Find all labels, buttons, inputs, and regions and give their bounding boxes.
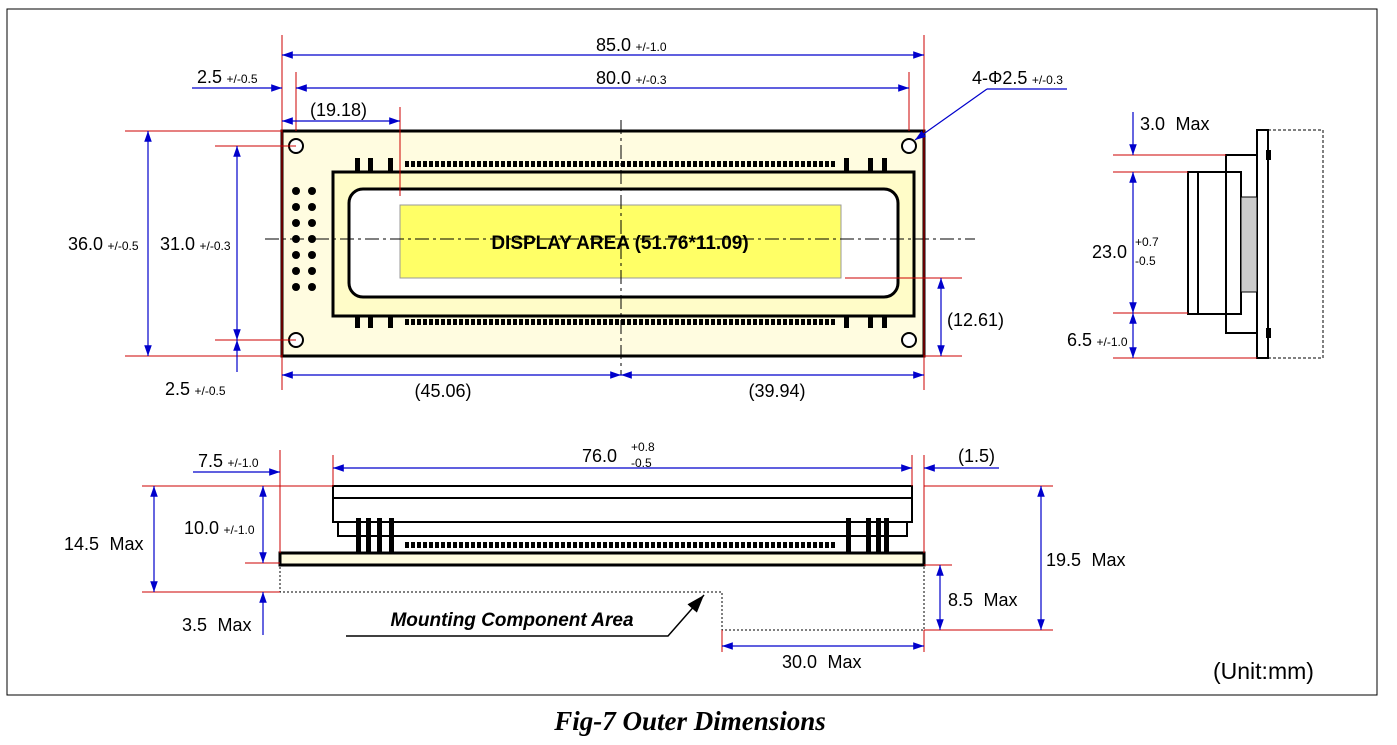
center-right-label: (39.94) <box>748 381 805 401</box>
figure-caption: Fig-7 Outer Dimensions <box>553 706 826 736</box>
top-thickness-label: 3.0 Max <box>1140 114 1210 134</box>
bezel-width-tol-plus: +0.8 <box>631 440 655 454</box>
bottom-pins <box>356 518 889 554</box>
display-offset-y-label: (12.61) <box>947 310 1004 330</box>
body-height-tol-minus: -0.5 <box>1135 254 1156 268</box>
hole-offset-y-label: 2.5 +/-0.5 <box>165 379 226 399</box>
connector-pads <box>292 187 316 291</box>
side-clip-top <box>1266 150 1271 160</box>
side-pcb <box>1256 129 1269 359</box>
bottom-extension-lines <box>142 450 1053 652</box>
width-total-label: 85.0 +/-1.0 <box>596 35 667 55</box>
hole-pitch-x-label: 80.0 +/-0.3 <box>596 68 667 88</box>
side-gap <box>1240 196 1258 293</box>
right-offset-label: (1.5) <box>958 446 995 466</box>
bottom-bezel-top <box>332 485 913 499</box>
body-height-tol-plus: +0.7 <box>1135 235 1159 249</box>
bottom-offset-label: 6.5 +/-1.0 <box>1067 330 1128 350</box>
bottom-view: Mounting Component Area 7.5 <box>64 440 1126 672</box>
mounting-hole-icon <box>288 138 917 348</box>
left-offset-label: 7.5 +/-1.0 <box>198 451 259 471</box>
drawing-frame <box>6 8 1378 696</box>
side-body <box>1267 129 1324 359</box>
top-pin-strip <box>355 158 887 172</box>
bottom-pin-strip <box>355 316 887 328</box>
below-pcb-label: 3.5 Max <box>182 615 252 635</box>
mounting-component-area-outline <box>279 567 925 631</box>
mounting-label-leader <box>346 594 705 637</box>
bezel-width-label: 76.0 <box>582 446 617 466</box>
bezel-width-tol-minus: -0.5 <box>631 456 652 470</box>
display-area-label: DISPLAY AREA (51.76*11.09) <box>491 233 748 254</box>
overall-height-label: 19.5 Max <box>1046 550 1126 570</box>
front-dimension-lines <box>144 51 1067 379</box>
holes-label: 4-Φ2.5 +/-0.3 <box>972 68 1063 88</box>
display-offset-x-label: (19.18) <box>310 100 367 120</box>
component-height-label: 8.5 Max <box>948 590 1018 610</box>
hole-offset-x-label: 2.5 +/-0.5 <box>197 67 258 87</box>
center-left-label: (45.06) <box>414 381 471 401</box>
total-height-label: 14.5 Max <box>64 534 144 554</box>
bottom-bezel-foot <box>337 521 908 537</box>
side-glass <box>1187 171 1227 315</box>
bottom-bezel-body <box>332 497 913 523</box>
side-extension-lines <box>1113 154 1257 359</box>
unit-label: (Unit:mm) <box>1213 658 1314 684</box>
hole-pitch-y-label: 31.0 +/-0.3 <box>160 234 231 254</box>
front-view: DISPLAY AREA (51.76*11.09) <box>68 35 1067 401</box>
body-height-label: 23.0 <box>1092 242 1127 262</box>
bottom-pcb <box>278 551 926 567</box>
component-width-label: 30.0 Max <box>782 652 862 672</box>
height-total-label: 36.0 +/-0.5 <box>68 234 139 254</box>
side-view: 3.0 Max 23.0 +0.7 -0.5 6.5 +/-1.0 <box>1067 112 1324 359</box>
side-clip-bottom <box>1266 328 1271 338</box>
mounting-component-label: Mounting Component Area <box>390 610 634 631</box>
bezel-height-label: 10.0 +/-1.0 <box>184 518 255 538</box>
bottom-dimension-lines <box>150 464 1045 650</box>
